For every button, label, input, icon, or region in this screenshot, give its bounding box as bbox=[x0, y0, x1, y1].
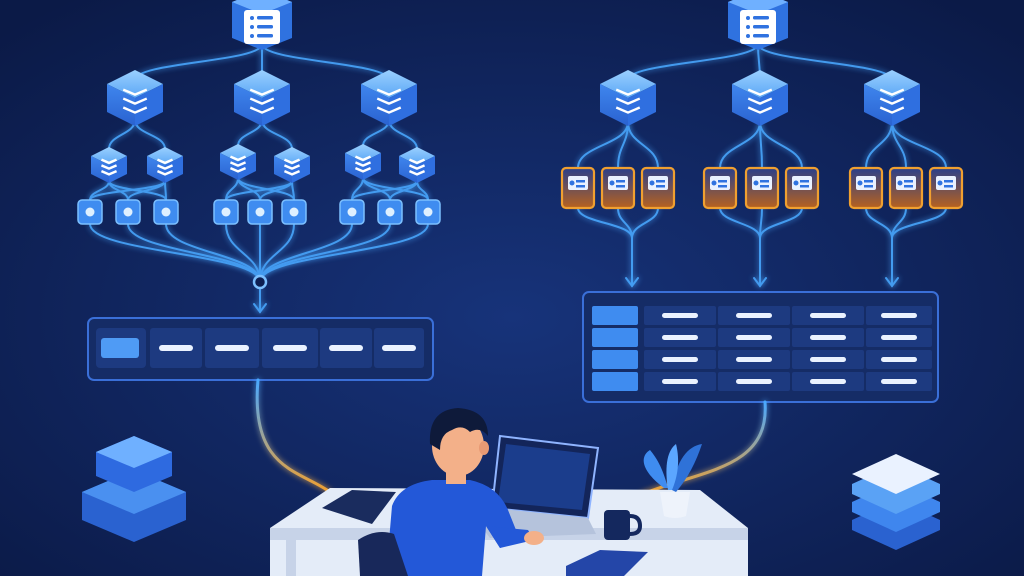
book bbox=[566, 550, 648, 576]
record-card-icon bbox=[784, 166, 820, 210]
wide-table-right bbox=[582, 291, 939, 403]
cell-text-bar bbox=[810, 379, 846, 384]
data-tubes bbox=[255, 378, 767, 497]
dot-node-icon bbox=[415, 199, 441, 225]
person-at-laptop bbox=[386, 408, 544, 576]
chair bbox=[358, 532, 408, 576]
layers-icon bbox=[147, 147, 183, 183]
tablet bbox=[322, 490, 396, 524]
cell-text-bar bbox=[382, 345, 416, 351]
layers-icon bbox=[274, 147, 310, 183]
flat-table-left bbox=[87, 317, 434, 381]
row-header-cell bbox=[592, 306, 638, 325]
plant-icon bbox=[643, 444, 702, 518]
layers-icon bbox=[107, 70, 163, 126]
desk-scene bbox=[270, 408, 748, 576]
record-card-icon bbox=[888, 166, 924, 210]
dot-node-icon bbox=[153, 199, 179, 225]
document-list-icon bbox=[232, 0, 292, 50]
table-header-cell bbox=[101, 338, 139, 358]
desk-leg bbox=[286, 540, 296, 576]
cell-text-bar bbox=[329, 345, 363, 351]
document-list-icon bbox=[728, 0, 788, 50]
dot-node-icon bbox=[247, 199, 273, 225]
layers-icon bbox=[345, 144, 381, 180]
cell-text-bar bbox=[810, 357, 846, 362]
layers-icon bbox=[361, 70, 417, 126]
row-header-cell bbox=[592, 350, 638, 369]
cell-text-bar bbox=[736, 335, 772, 340]
hierarchy-nodes bbox=[77, 0, 964, 290]
layers-icon bbox=[732, 70, 788, 126]
dot-node-icon bbox=[213, 199, 239, 225]
hair bbox=[429, 408, 488, 450]
cell-text-bar bbox=[736, 313, 772, 318]
cell-text-bar bbox=[881, 335, 917, 340]
dot-node-icon bbox=[115, 199, 141, 225]
cell-text-bar bbox=[881, 313, 917, 318]
record-card-icon bbox=[928, 166, 964, 210]
cell-text-bar bbox=[215, 345, 249, 351]
record-card-icon bbox=[848, 166, 884, 210]
layers-icon bbox=[864, 70, 920, 126]
layers-icon bbox=[234, 70, 290, 126]
hand bbox=[524, 531, 544, 545]
cell-text-bar bbox=[810, 313, 846, 318]
server-stack-icon bbox=[852, 454, 940, 550]
cell-text-bar bbox=[881, 379, 917, 384]
row-header-cell bbox=[592, 372, 638, 391]
cell-text-bar bbox=[662, 379, 698, 384]
layers-icon bbox=[91, 147, 127, 183]
cell-text-bar bbox=[736, 357, 772, 362]
cell-text-bar bbox=[662, 335, 698, 340]
cell-text-bar bbox=[810, 335, 846, 340]
dot-node-icon bbox=[339, 199, 365, 225]
database-stack-icon bbox=[82, 436, 186, 542]
cell-text-bar bbox=[881, 357, 917, 362]
mug-icon bbox=[604, 510, 643, 540]
dot-node-icon bbox=[281, 199, 307, 225]
layers-icon bbox=[220, 144, 256, 180]
row-header-cell bbox=[592, 328, 638, 347]
layers-icon bbox=[600, 70, 656, 126]
cell-text-bar bbox=[662, 357, 698, 362]
record-card-icon bbox=[640, 166, 676, 210]
layers-icon bbox=[399, 147, 435, 183]
cell-text-bar bbox=[662, 313, 698, 318]
laptop-icon bbox=[476, 434, 600, 538]
merge-icon bbox=[252, 274, 268, 290]
cell-text-bar bbox=[159, 345, 193, 351]
dot-node-icon bbox=[377, 199, 403, 225]
cell-text-bar bbox=[736, 379, 772, 384]
record-card-icon bbox=[702, 166, 738, 210]
cell-text-bar bbox=[273, 345, 307, 351]
dot-node-icon bbox=[77, 199, 103, 225]
record-card-icon bbox=[600, 166, 636, 210]
record-card-icon bbox=[744, 166, 780, 210]
record-card-icon bbox=[560, 166, 596, 210]
connection-lines bbox=[89, 43, 947, 314]
